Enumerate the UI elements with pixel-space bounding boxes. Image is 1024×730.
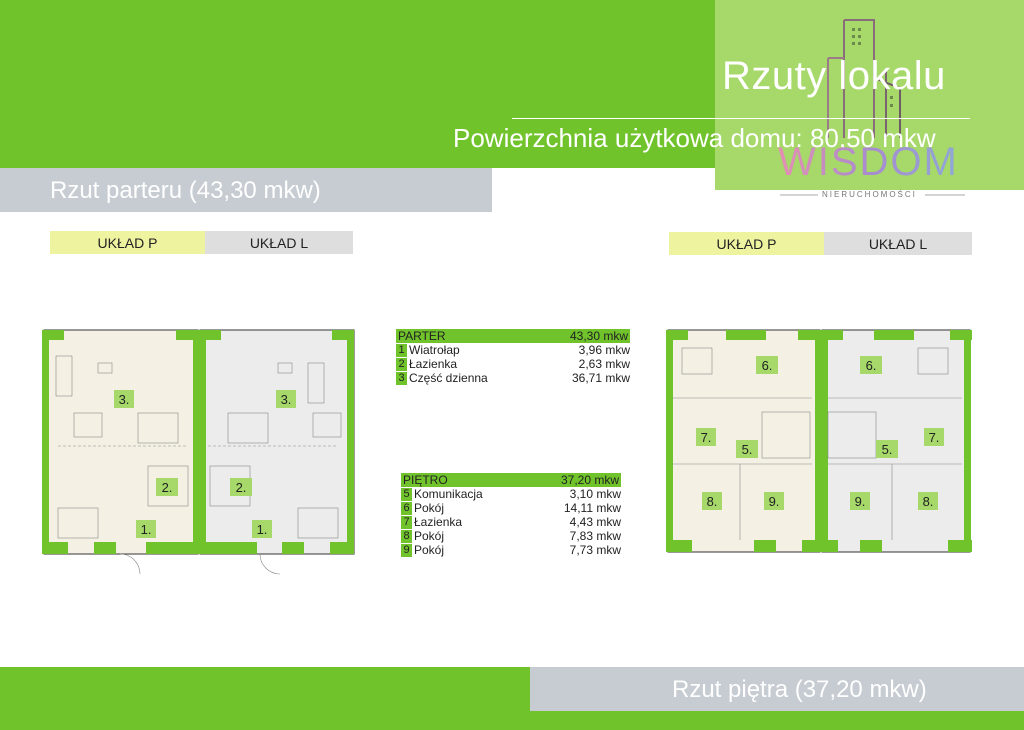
room-number: 5 bbox=[401, 487, 412, 501]
room-name: Łazienka bbox=[409, 357, 458, 371]
room-name: Łazienka bbox=[414, 515, 463, 529]
room-label: 5. bbox=[882, 442, 893, 457]
room-number: 7 bbox=[401, 515, 412, 529]
room-area: 3,96 mkw bbox=[578, 343, 630, 357]
ground-floor-label: Rzut parteru (43,30 mkw) bbox=[50, 177, 321, 204]
room-label: 2. bbox=[236, 480, 247, 495]
room-name: Pokój bbox=[414, 501, 445, 515]
room-area: 7,73 mkw bbox=[569, 543, 621, 557]
room-label: 8. bbox=[707, 494, 718, 509]
room-name: Część dzienna bbox=[409, 371, 488, 385]
page-subtitle: Powierzchnia użytkowa domu: 80,50 mkw bbox=[453, 123, 936, 153]
upper-floor-label: Rzut piętra (37,20 mkw) bbox=[672, 676, 927, 703]
room-label: 7. bbox=[701, 430, 712, 445]
room-name: Wiatrołap bbox=[409, 343, 460, 357]
room-label: 1. bbox=[257, 522, 268, 537]
room-label: 9. bbox=[855, 494, 866, 509]
room-name: Pokój bbox=[414, 543, 445, 557]
room-label: 2. bbox=[162, 480, 173, 495]
floor-layout-tabs: UKŁAD P UKŁAD L bbox=[669, 232, 972, 255]
table-header: PIĘTRO 37,20 mkw bbox=[401, 473, 621, 487]
ground-floor-plan: 3. 3. 2. 2. 1. 1. bbox=[42, 329, 355, 575]
room-label: 7. bbox=[929, 430, 940, 445]
room-label: 1. bbox=[141, 522, 152, 537]
table-header-value: 43,30 mkw bbox=[569, 329, 628, 343]
tab-layout-p[interactable]: UKŁAD P bbox=[669, 232, 824, 255]
table-header-label: PIĘTRO bbox=[403, 473, 448, 487]
upper-floor-plan: 6. 6. 7. 7. 5. 5. 8. 9. 9. 8. bbox=[666, 329, 972, 553]
title-divider bbox=[512, 118, 970, 119]
room-area: 14,11 mkw bbox=[563, 501, 621, 515]
room-number: 3 bbox=[396, 371, 407, 385]
room-label: 6. bbox=[762, 358, 773, 373]
table-header-value: 37,20 mkw bbox=[560, 473, 619, 487]
tab-layout-l[interactable]: UKŁAD L bbox=[205, 231, 353, 254]
room-number: 8 bbox=[401, 529, 412, 543]
room-label: 6. bbox=[866, 358, 877, 373]
header-accent-box bbox=[715, 0, 1024, 190]
room-name: Pokój bbox=[414, 529, 445, 543]
room-label: 3. bbox=[281, 392, 292, 407]
room-number: 9 bbox=[401, 543, 412, 557]
logo-wordmark: WISDOM bbox=[778, 140, 959, 184]
room-area: 7,83 mkw bbox=[569, 529, 621, 543]
table-header: PARTER 43,30 mkw bbox=[396, 329, 630, 343]
room-area: 36,71 mkw bbox=[571, 371, 630, 385]
room-number: 6 bbox=[401, 501, 412, 515]
tab-layout-p[interactable]: UKŁAD P bbox=[50, 231, 205, 254]
tab-layout-l[interactable]: UKŁAD L bbox=[824, 232, 972, 255]
ground-floor-band bbox=[0, 168, 492, 212]
table-header-label: PARTER bbox=[398, 329, 446, 343]
upper-floor-band bbox=[530, 667, 1024, 711]
room-label: 3. bbox=[119, 392, 130, 407]
building-logo-icon bbox=[780, 19, 965, 196]
room-label: 9. bbox=[769, 494, 780, 509]
room-label: 5. bbox=[742, 442, 753, 457]
ground-layout-tabs: UKŁAD P UKŁAD L bbox=[50, 231, 353, 254]
room-area: 4,43 mkw bbox=[569, 515, 621, 529]
room-number: 1 bbox=[396, 343, 407, 357]
room-area: 3,10 mkw bbox=[569, 487, 621, 501]
logo-tagline: NIERUCHOMOŚCI bbox=[822, 190, 917, 199]
room-label: 8. bbox=[923, 494, 934, 509]
page-title: Rzuty lokalu bbox=[722, 54, 946, 98]
room-name: Komunikacja bbox=[414, 487, 483, 501]
room-area: 2,63 mkw bbox=[578, 357, 630, 371]
room-number: 2 bbox=[396, 357, 407, 371]
